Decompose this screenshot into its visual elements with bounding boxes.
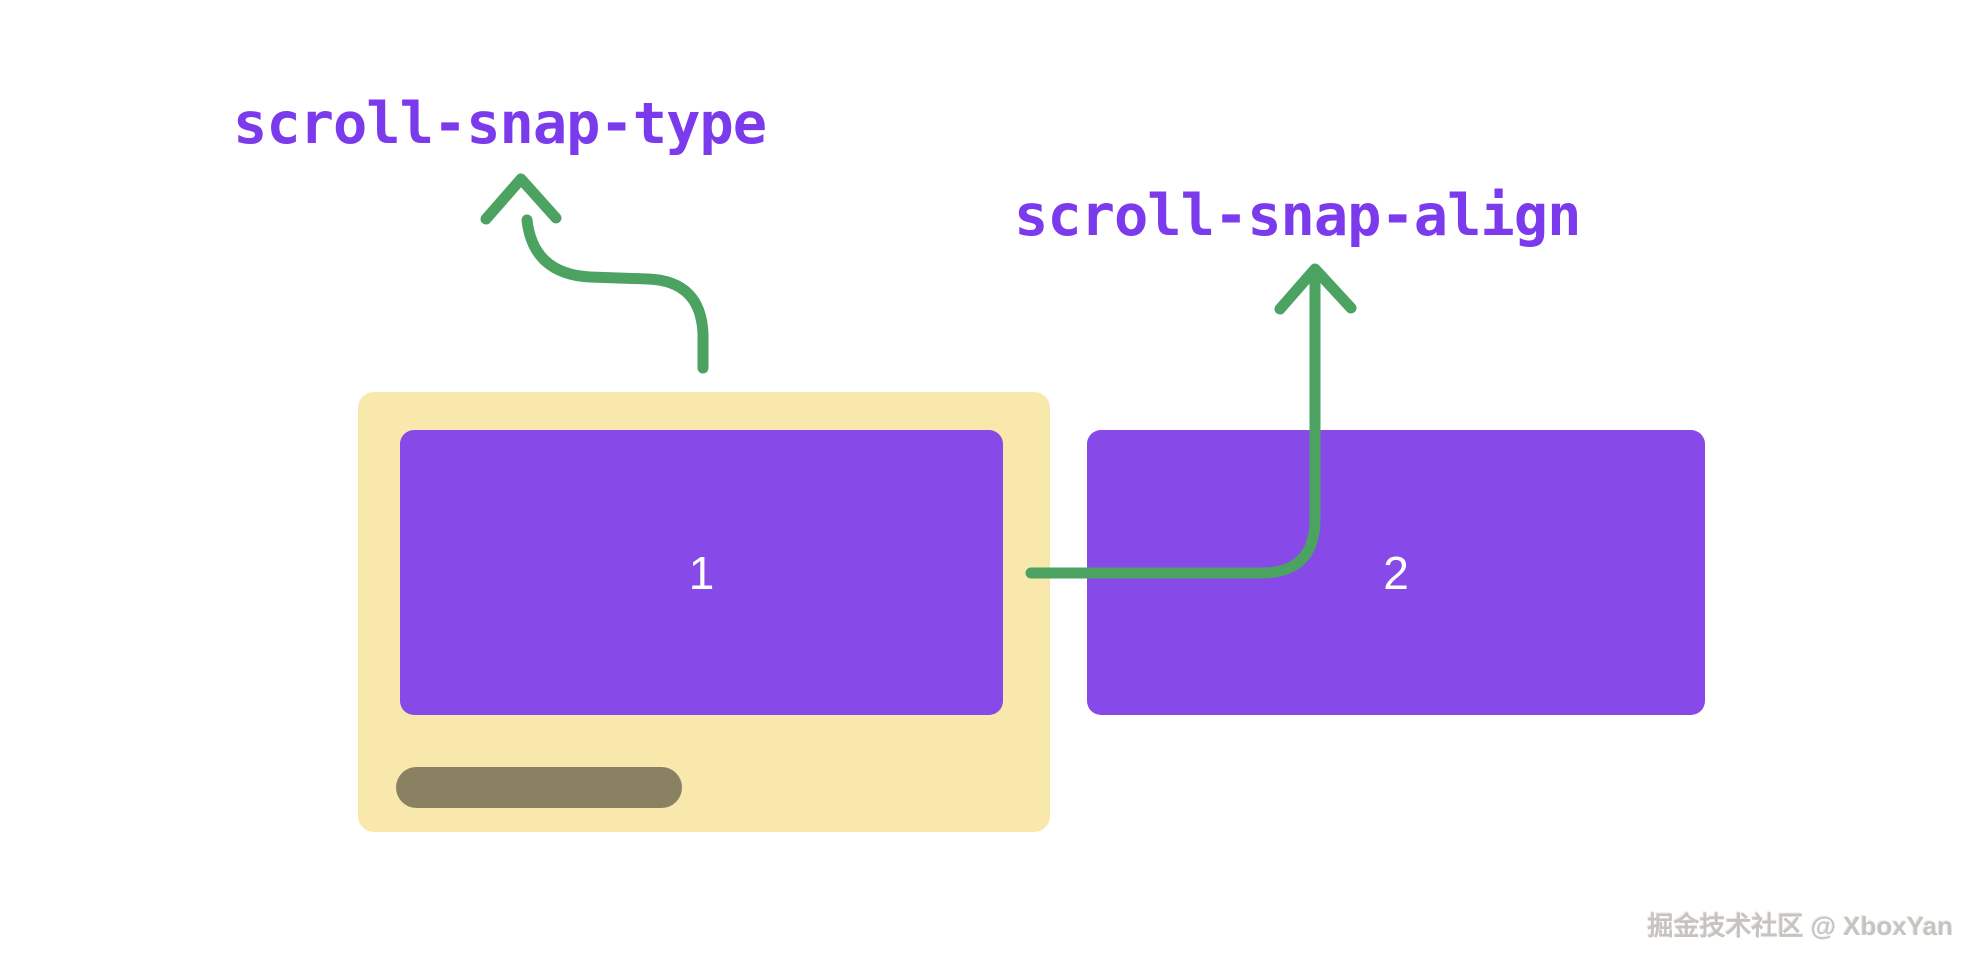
scroll-snap-align-label: scroll-snap-align [1014,183,1581,249]
arrow-type-head [480,173,562,225]
arrow-type-stem [521,214,709,374]
arrow-to-scroll-snap-type-icon [480,173,709,374]
snap-item-2-label: 2 [1383,546,1409,599]
watermark: 掘金技术社区 @ XboxYan [1647,911,1953,941]
horizontal-scrollbar-thumb [396,767,682,808]
arrow-align-head [1274,263,1357,315]
snap-item-1-label: 1 [688,546,715,599]
snap-item-2: 2 [1087,430,1705,715]
scroll-container: 1 [358,392,1050,832]
scroll-snap-type-label: scroll-snap-type [233,91,767,157]
snap-item-1: 1 [400,430,1003,715]
